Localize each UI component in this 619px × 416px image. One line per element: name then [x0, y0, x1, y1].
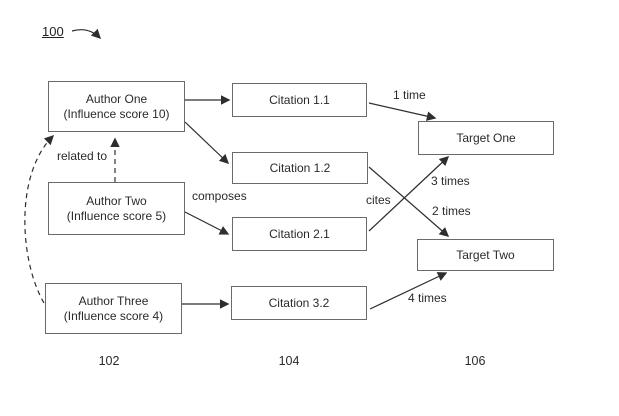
reference-number-citations-column: 104 — [278, 354, 300, 368]
node-citation-2-1: Citation 2.1 — [232, 217, 367, 251]
target-one-label: Target One — [456, 130, 516, 145]
edge-label-2-times: 2 times — [432, 204, 471, 218]
author-two-score: (Influence score 5) — [66, 208, 167, 223]
edge-citation21-to-target1 — [368, 156, 450, 232]
author-two-name: Author Two — [86, 193, 147, 208]
edge-label-composes: composes — [192, 189, 247, 203]
node-citation-1-1: Citation 1.1 — [232, 83, 367, 117]
reference-number-targets-column: 106 — [464, 354, 486, 368]
node-author-two: Author Two (Influence score 5) — [48, 182, 185, 235]
edge-label-1-time: 1 time — [393, 88, 426, 102]
edge-label-4-times: 4 times — [408, 291, 447, 305]
node-citation-3-2: Citation 3.2 — [231, 286, 367, 320]
citation-3-2-label: Citation 3.2 — [268, 295, 330, 310]
node-target-one: Target One — [418, 121, 554, 155]
edge-author1-to-citation12 — [184, 121, 230, 164]
target-two-label: Target Two — [456, 247, 515, 262]
author-one-score: (Influence score 10) — [63, 106, 170, 121]
edge-label-3-times: 3 times — [431, 174, 470, 188]
edge-label-related-to: related to — [57, 149, 108, 163]
node-target-two: Target Two — [417, 239, 554, 271]
edge-author3-related-author1-curve — [24, 134, 55, 304]
figure-number-label: 100 — [42, 24, 64, 39]
citation-1-1-label: Citation 1.1 — [269, 92, 330, 107]
node-author-three: Author Three (Influence score 4) — [45, 283, 182, 334]
edge-author2-to-citation21 — [184, 211, 230, 235]
edge-citation11-to-target1 — [368, 102, 437, 121]
edge-citation12-to-target2 — [368, 166, 450, 237]
node-citation-1-2: Citation 1.2 — [232, 152, 368, 184]
citation-2-1-label: Citation 2.1 — [269, 226, 330, 241]
edge-citation32-to-target2 — [369, 272, 448, 310]
author-three-name: Author Three — [78, 293, 149, 308]
edge-label-cites: cites — [366, 193, 391, 207]
figure-number-pointer-arrow — [71, 28, 102, 40]
reference-number-authors-column: 102 — [98, 354, 120, 368]
author-one-name: Author One — [85, 91, 148, 106]
citation-1-2-label: Citation 1.2 — [269, 160, 331, 175]
author-three-score: (Influence score 4) — [63, 308, 164, 323]
node-author-one: Author One (Influence score 10) — [48, 81, 185, 132]
